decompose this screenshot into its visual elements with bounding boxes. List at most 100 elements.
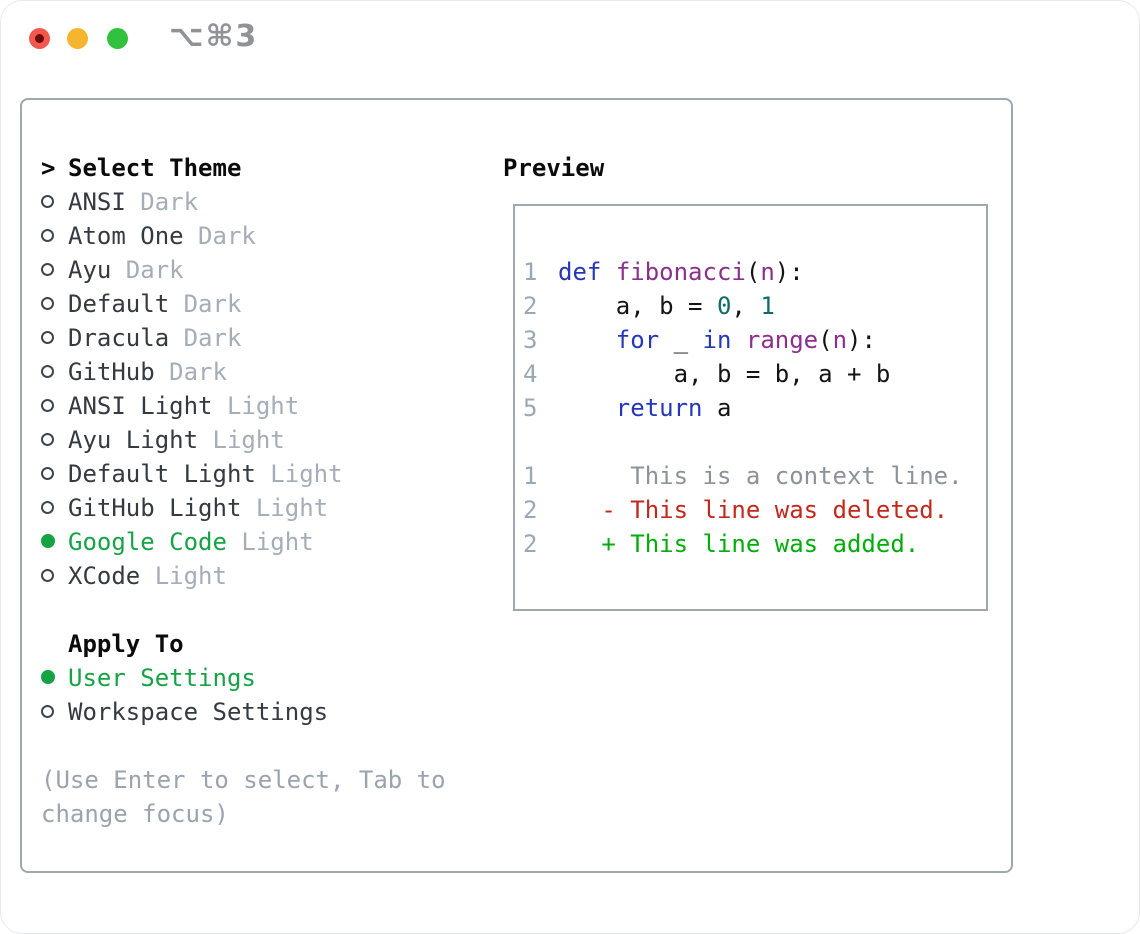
theme-option[interactable]: Google Code Light <box>41 525 481 559</box>
radio-circle-icon <box>41 534 55 548</box>
option-tag: Dark <box>111 256 184 284</box>
spacer <box>41 729 481 763</box>
theme-option[interactable]: GitHub Light Light <box>41 491 481 525</box>
preview-line: 5 return a <box>523 391 986 425</box>
line-number: 2 <box>523 530 538 558</box>
radio-marker <box>41 321 68 355</box>
radio-marker <box>41 219 68 253</box>
option-tag: Light <box>140 562 227 590</box>
option-tag: Light <box>198 426 285 454</box>
theme-option[interactable]: Default Dark <box>41 287 481 321</box>
option-name: Ayu <box>68 256 112 284</box>
option-name: ANSI Light <box>68 392 213 420</box>
radio-circle-icon <box>41 398 54 412</box>
theme-option[interactable]: Dracula Dark <box>41 321 481 355</box>
code-token-kw: for <box>615 326 660 354</box>
code-token-kw: return <box>615 394 703 422</box>
theme-option[interactable]: Ayu Dark <box>41 253 481 287</box>
radio-circle-icon <box>41 228 54 242</box>
radio-circle-icon <box>41 296 54 310</box>
spacer <box>41 593 481 627</box>
close-button[interactable] <box>29 28 50 49</box>
preview-line: 2 - This line was deleted. <box>523 493 986 527</box>
code-token-pln <box>731 326 745 354</box>
code-token-pln <box>558 326 616 354</box>
code-token-kw: in <box>702 326 732 354</box>
option-name: Default Light <box>68 460 256 488</box>
code-token-pln: , <box>731 292 761 320</box>
line-number: 4 <box>523 360 538 388</box>
option-tag: Light <box>226 528 314 556</box>
radio-marker <box>41 525 68 559</box>
apply-to-option[interactable]: User Settings <box>41 661 481 695</box>
theme-option[interactable]: XCode Light <box>41 559 481 593</box>
titlebar: ⌥⌘3 <box>1 1 1139 76</box>
code-token-add: + This line was added. <box>558 530 920 558</box>
radio-circle-icon <box>41 500 54 514</box>
option-name: Workspace Settings <box>68 698 329 726</box>
theme-option[interactable]: Default Light Light <box>41 457 481 491</box>
preview-line <box>523 425 986 459</box>
radio-marker <box>41 695 68 729</box>
zoom-button[interactable] <box>107 28 128 49</box>
theme-option[interactable]: ANSI Light Light <box>41 389 481 423</box>
option-name: Default <box>68 290 170 318</box>
option-name: Dracula <box>68 324 170 352</box>
preview-line: 1 This is a context line. <box>523 459 986 493</box>
select-theme-title: Select Theme <box>68 154 242 182</box>
code-token-num: 1 <box>760 292 775 320</box>
option-name: Atom One <box>68 222 184 250</box>
preview-line <box>523 221 986 255</box>
code-token-pln: _ <box>659 326 703 354</box>
option-name: Google Code <box>68 528 227 556</box>
radio-circle-icon <box>41 432 54 446</box>
radio-marker <box>41 457 68 491</box>
radio-circle-icon <box>41 262 54 276</box>
radio-circle-icon <box>41 194 54 208</box>
line-number: 1 <box>523 258 538 286</box>
hint-line-2: change focus) <box>41 800 229 828</box>
select-theme-header: > Select Theme <box>41 151 481 185</box>
option-name: GitHub <box>68 358 155 386</box>
line-number: 2 <box>523 292 538 320</box>
code-token-pun: ): <box>774 258 804 286</box>
code-token-pun: ( <box>818 326 833 354</box>
option-tag: Dark <box>169 290 242 318</box>
code-token-pln <box>558 394 616 422</box>
theme-option[interactable]: Ayu Light Light <box>41 423 481 457</box>
radio-marker <box>41 287 68 321</box>
preview-title: Preview <box>503 154 605 182</box>
radio-circle-icon <box>41 670 55 684</box>
code-token-num: 0 <box>716 292 732 320</box>
minimize-button[interactable] <box>67 28 88 49</box>
option-tag: Dark <box>154 358 227 386</box>
option-name: XCode <box>68 562 141 590</box>
option-name: User Settings <box>68 664 256 692</box>
option-tag: Light <box>212 392 300 420</box>
focus-arrow-marker: > <box>41 154 56 182</box>
option-name: GitHub Light <box>68 494 242 522</box>
option-name: ANSI <box>68 188 126 216</box>
apply-to-option[interactable]: Workspace Settings <box>41 695 481 729</box>
window-title: ⌥⌘3 <box>169 19 259 54</box>
radio-marker <box>41 559 68 593</box>
theme-option[interactable]: GitHub Dark <box>41 355 481 389</box>
option-tag: Light <box>241 494 329 522</box>
theme-option[interactable]: Atom One Dark <box>41 219 481 253</box>
radio-circle-icon <box>41 364 54 378</box>
line-number: 2 <box>523 496 538 524</box>
radio-marker <box>41 185 68 219</box>
code-token-pun: ( <box>745 258 761 286</box>
radio-circle-icon <box>41 704 54 718</box>
code-token-del: - This line was deleted. <box>558 496 949 524</box>
radio-marker <box>41 253 68 287</box>
theme-option[interactable]: ANSI Dark <box>41 185 481 219</box>
radio-circle-icon <box>41 330 54 344</box>
code-token-fn: fibonacci <box>615 258 746 286</box>
code-token-pln <box>601 258 615 286</box>
code-token-pun: ): <box>847 326 876 354</box>
